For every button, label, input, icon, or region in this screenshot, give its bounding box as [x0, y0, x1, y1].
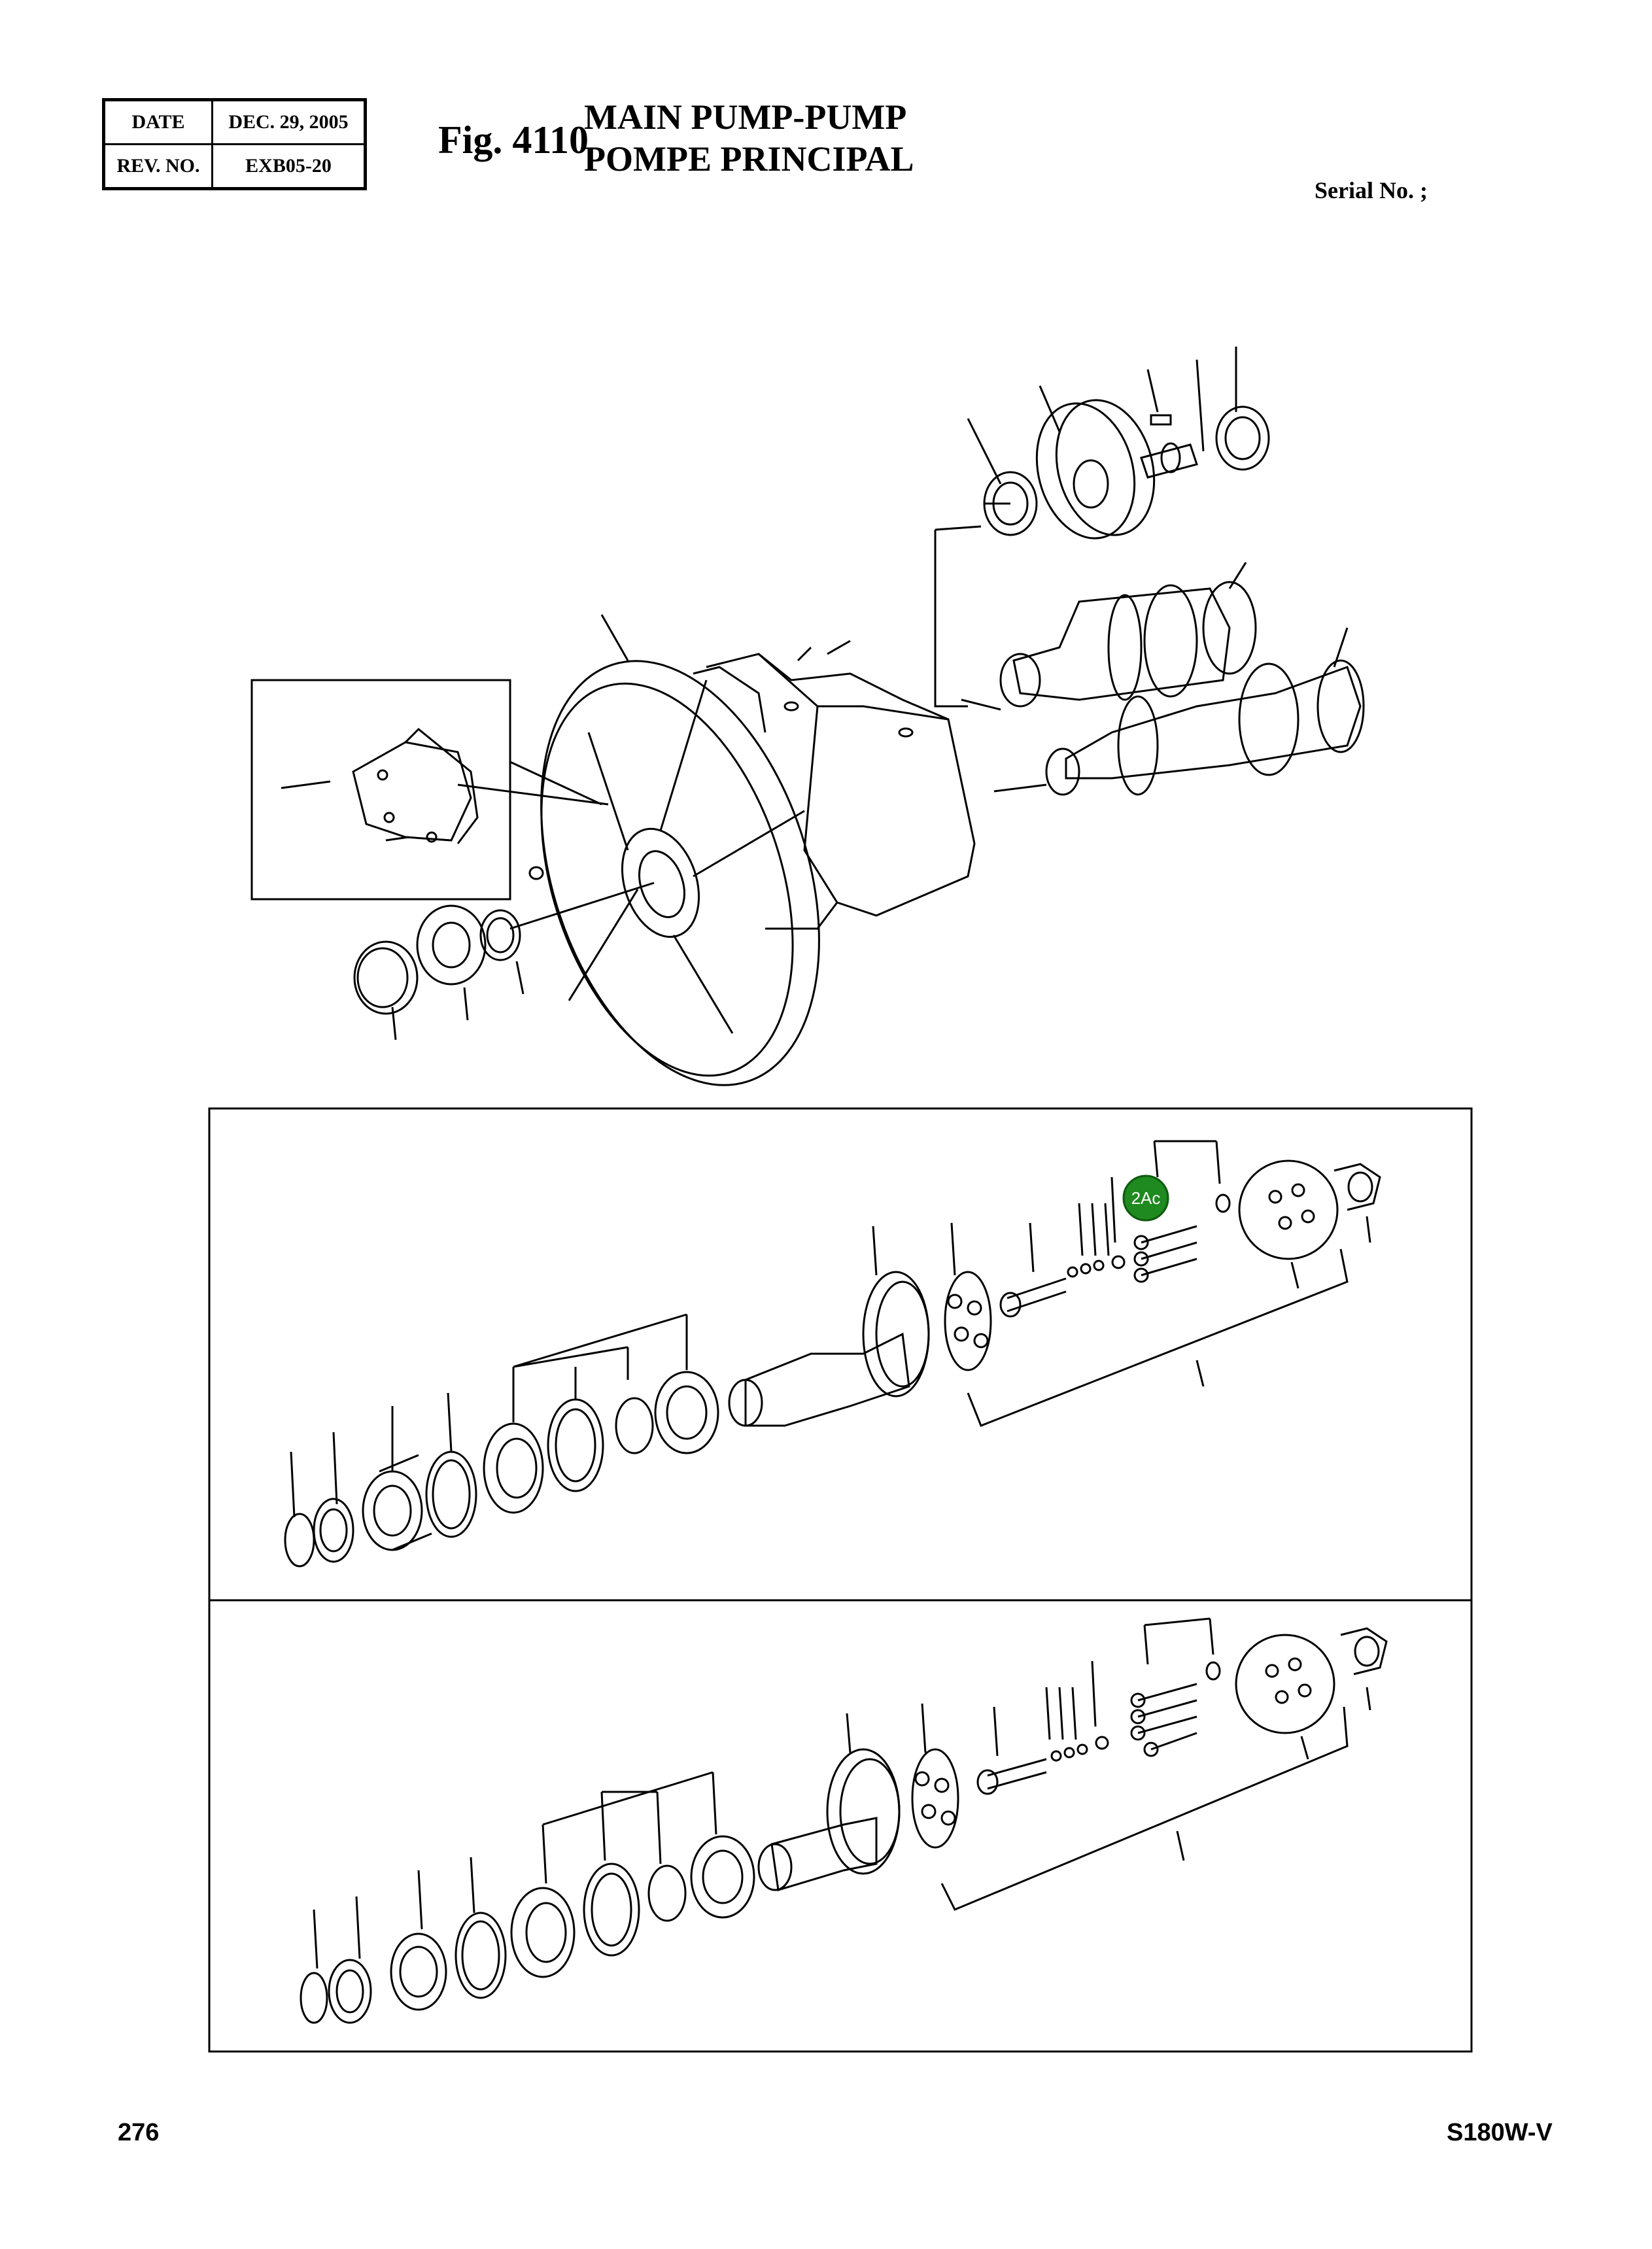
- figure-number: Fig. 4110: [438, 118, 589, 162]
- figure-title-english: MAIN PUMP-PUMP: [584, 97, 907, 137]
- bottom-exploded-shaft: [300, 1627, 1388, 2024]
- top-seal-rings: [353, 882, 655, 1015]
- callout-circle: [1122, 1175, 1169, 1222]
- date-value: DEC. 29, 2005: [211, 99, 366, 145]
- model-number: S180W-V: [1447, 2119, 1553, 2146]
- leader-lines-top: [391, 347, 1349, 1040]
- auxiliary-pump-inset: [250, 679, 609, 901]
- bottom-panel-frame: [208, 1599, 1473, 2053]
- pump-housing-assembly: [540, 653, 976, 1086]
- serial-number-label: Serial No. ;: [1315, 177, 1428, 203]
- leader-lines-bottom: [313, 1617, 1371, 1969]
- rev-label: REV. NO.: [103, 143, 213, 190]
- top-gear-set: [934, 399, 1270, 711]
- revision-info-table: DATE DEC. 29, 2005 REV. NO. EXB05-20: [102, 98, 367, 190]
- callout-label: 2Ac: [1131, 1188, 1161, 1208]
- date-label: DATE: [103, 99, 213, 145]
- shaft-cylinder-units: [993, 581, 1365, 796]
- page-number: 276: [118, 2119, 160, 2146]
- rev-row: REV. NO. EXB05-20: [103, 143, 366, 190]
- leader-lines-middle: [290, 1140, 1371, 1518]
- callout-badge[interactable]: 2Ac: [1122, 1175, 1169, 1222]
- date-row: DATE DEC. 29, 2005: [103, 99, 366, 145]
- figure-title-french: POMPE PRINCIPAL: [584, 139, 914, 179]
- rev-value: EXB05-20: [211, 143, 366, 190]
- middle-exploded-shaft: [284, 1159, 1381, 1568]
